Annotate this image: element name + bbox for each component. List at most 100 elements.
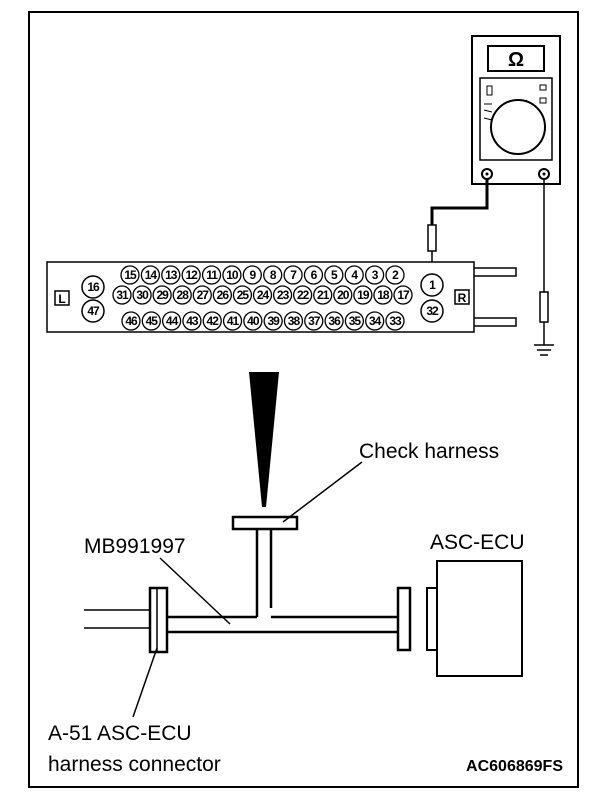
range-mark-3: [539, 97, 547, 104]
pin-circle: [181, 265, 201, 285]
pin-16: 16: [87, 280, 100, 294]
pin-circle: [353, 285, 373, 305]
pin-1: 1: [429, 278, 436, 292]
pin-29: 29: [156, 288, 169, 302]
pin-circle: [304, 311, 324, 331]
rotary-dial: [490, 99, 546, 155]
pin-circle: [192, 285, 212, 305]
pin-4: 4: [351, 268, 358, 282]
pin-circle: [272, 285, 293, 305]
leader-check-harness: [282, 461, 363, 523]
pin-33: 33: [389, 314, 402, 328]
pin-27: 27: [197, 288, 210, 302]
pin-circle: [202, 311, 222, 331]
pin-circle: [385, 265, 405, 285]
pin-circle: [344, 311, 365, 331]
side-l-box: [54, 290, 70, 306]
leader-harness-connector: [132, 647, 158, 718]
tick: [483, 117, 493, 121]
figure-code: AC606869FS: [466, 758, 563, 775]
pin-10: 10: [226, 268, 239, 282]
pin-31: 31: [116, 288, 129, 302]
pin-circle: [120, 265, 140, 285]
pin-circle: [283, 311, 304, 331]
pin-circle: [81, 299, 105, 323]
pin-36: 36: [328, 314, 341, 328]
pin-44: 44: [166, 314, 179, 328]
pin-circle: [140, 265, 161, 285]
pin-25: 25: [237, 288, 250, 302]
pin-circle: [242, 265, 262, 285]
leader-tool-code: [159, 557, 231, 625]
side-r-box: [454, 289, 470, 305]
pin-17: 17: [397, 288, 410, 302]
pin-39: 39: [267, 314, 280, 328]
pin-circle: [420, 299, 444, 323]
pin-circle: [243, 311, 263, 331]
test-lead-to-pin: [430, 179, 489, 225]
tool-code-label: MB991997: [84, 535, 186, 558]
pin-24: 24: [257, 288, 270, 302]
pin-circle: [313, 285, 333, 305]
pin-40: 40: [247, 314, 260, 328]
ecu-side-connector: [396, 586, 412, 652]
pin-7: 7: [290, 268, 297, 282]
pin-41: 41: [227, 314, 240, 328]
pin-23: 23: [277, 288, 290, 302]
pin-45: 45: [146, 314, 159, 328]
pin-circle: [172, 285, 192, 305]
range-mark-1: [486, 85, 493, 96]
harness-connector-label-line2: harness connector: [48, 753, 221, 776]
tool-connector: [148, 586, 169, 654]
pin-circle: [161, 311, 182, 331]
pin-13: 13: [165, 268, 178, 282]
check-harness-adapter: [84, 515, 523, 677]
pin-circle: [303, 265, 324, 285]
check-harness-plug: [231, 515, 299, 531]
pin-34: 34: [369, 314, 382, 328]
pin-15: 15: [124, 268, 137, 282]
pin-3: 3: [372, 268, 379, 282]
pin-21: 21: [317, 288, 330, 302]
pin-20: 20: [337, 288, 350, 302]
asc-ecu-box: [436, 560, 523, 677]
pin-circle: [263, 311, 283, 331]
pin-30: 30: [136, 288, 149, 302]
pin-38: 38: [288, 314, 301, 328]
pin-circle: [212, 285, 233, 305]
pin-circle: [81, 275, 105, 299]
pin-circle: [364, 265, 385, 285]
ecu-label: ASC-ECU: [430, 531, 525, 554]
pin-9: 9: [249, 268, 256, 282]
ohm-symbol: Ω: [508, 49, 524, 71]
direction-arrow: [249, 372, 279, 507]
meter-display: [487, 45, 545, 72]
pin-circle: [201, 265, 222, 285]
pin-circle: [263, 265, 283, 285]
pin-circle: [232, 285, 253, 305]
pin-circle: [161, 265, 181, 285]
ecu-socket: [426, 587, 438, 651]
pin-22: 22: [297, 288, 310, 302]
pin-19: 19: [357, 288, 370, 302]
pin-46: 46: [125, 314, 138, 328]
pin-42: 42: [207, 314, 220, 328]
pin-circle: [112, 285, 132, 305]
pin-11: 11: [206, 268, 218, 282]
pin-circle: [222, 311, 243, 331]
pin-circle: [152, 285, 172, 305]
side-label-l: L: [58, 292, 65, 306]
pin-circle: [420, 273, 444, 297]
harness-connector-label-line1: A-51 ASC-ECU: [48, 722, 192, 745]
tick: [483, 109, 493, 113]
pin-43: 43: [186, 314, 199, 328]
pin-circle: [324, 311, 344, 331]
pin-5: 5: [331, 268, 338, 282]
pin-18: 18: [377, 288, 390, 302]
pin-37: 37: [308, 314, 321, 328]
pin-circle: [121, 311, 141, 331]
